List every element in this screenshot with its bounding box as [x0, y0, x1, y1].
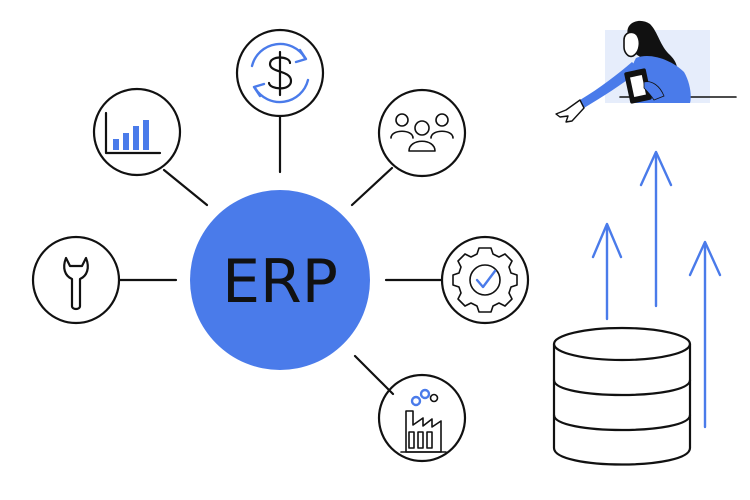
arrow-right — [688, 240, 722, 429]
node-finance-circle — [235, 28, 325, 118]
factory-icon — [400, 388, 447, 453]
bar-chart-icon — [104, 111, 162, 155]
erp-hub-circle — [190, 190, 370, 370]
erp-hub: ERP — [190, 190, 370, 370]
node-settings-circle — [440, 235, 530, 325]
dollar-cycle-icon — [250, 42, 310, 104]
node-team-circle — [377, 88, 467, 178]
gear-check-icon — [452, 247, 518, 313]
node-manufacturing — [377, 373, 467, 463]
node-analytics-circle — [92, 87, 182, 177]
connector-manufacturing — [353, 354, 395, 396]
node-finance — [235, 28, 325, 118]
database-icon — [552, 326, 692, 466]
node-team — [377, 88, 467, 178]
node-analytics — [92, 87, 182, 177]
connectors — [118, 114, 444, 396]
connector-team — [350, 166, 394, 207]
node-manufacturing-circle — [377, 373, 467, 463]
person-face — [623, 31, 641, 58]
node-settings — [440, 235, 530, 325]
wrench-icon — [63, 256, 89, 311]
node-maintenance — [31, 235, 121, 325]
arrow-left — [591, 222, 623, 321]
person-hand — [555, 99, 585, 123]
erp-hub-label: ERP — [222, 247, 338, 317]
people-group-icon — [390, 113, 454, 152]
connector-analytics — [162, 168, 209, 207]
arrow-middle — [639, 150, 673, 308]
node-maintenance-circle — [31, 235, 121, 325]
up-arrows-icon — [591, 150, 722, 429]
person-with-clipboard-icon — [555, 20, 737, 123]
